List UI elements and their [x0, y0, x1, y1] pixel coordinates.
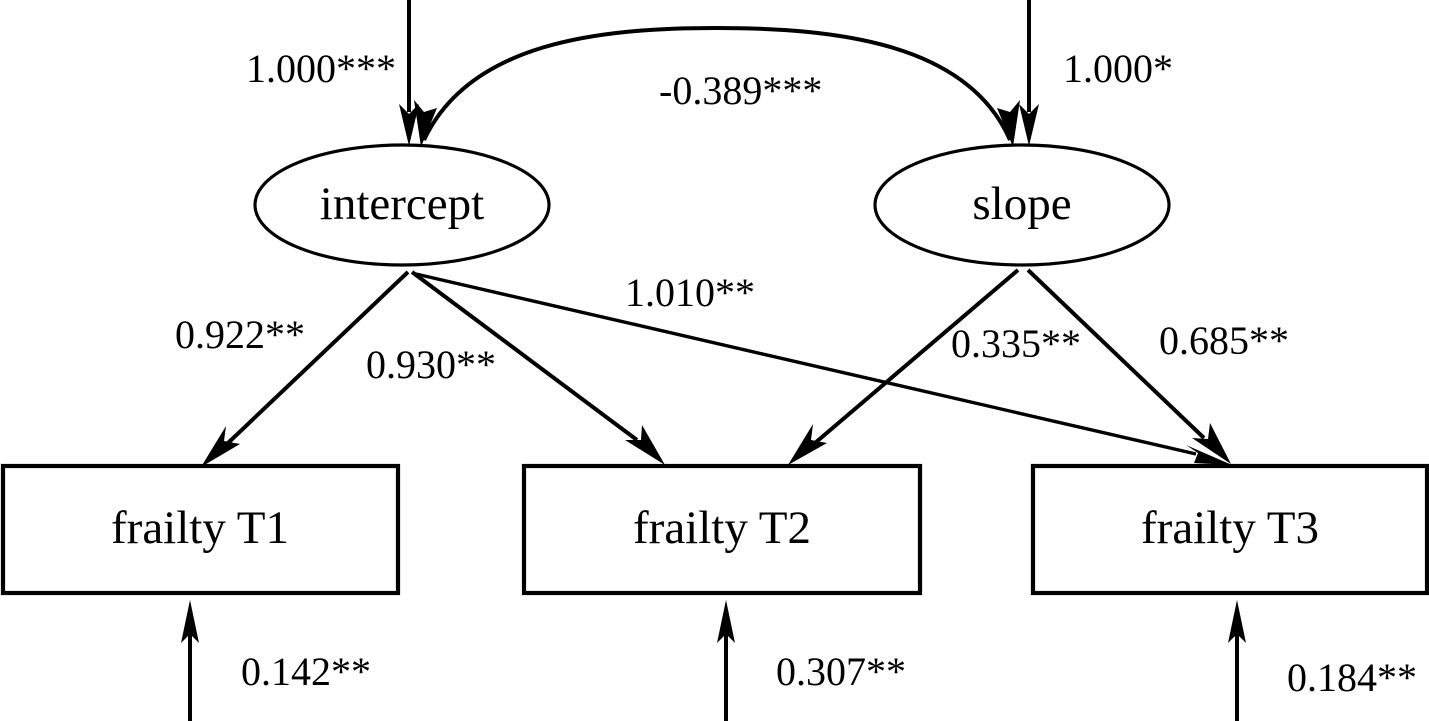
observed-node-frailty-t3[interactable]: frailty T3 — [1030, 463, 1429, 596]
observed-node-frailty-t2[interactable]: frailty T2 — [521, 463, 923, 596]
label-intercept-variance: 1.000*** — [246, 46, 396, 91]
intercept-slope-covariance-arrow — [414, 25, 1020, 147]
path-intercept-to-frailty-t1 — [201, 270, 410, 467]
label-residual-t3: 0.184** — [1287, 655, 1417, 700]
residual-arrow-frailty-t1 — [181, 600, 199, 721]
observed-node-frailty-t1[interactable]: frailty T1 — [0, 463, 401, 596]
intercept-t1-line — [226, 270, 410, 445]
latent-node-intercept[interactable]: intercept — [253, 143, 551, 267]
slope-t2-arrowhead — [788, 424, 827, 465]
frailty-t3-box[interactable] — [1030, 463, 1429, 596]
slope-ellipse[interactable] — [873, 143, 1171, 267]
label-intercept-to-t2: 0.930** — [366, 342, 496, 387]
latent-node-slope[interactable]: slope — [873, 143, 1171, 267]
slope-t3-arrowhead — [1192, 423, 1231, 464]
frailty-t2-box[interactable] — [521, 463, 923, 596]
frailty-t2-label: frailty T2 — [633, 502, 811, 554]
residual-arrow-frailty-t3 — [1228, 600, 1246, 721]
intercept-ellipse[interactable] — [253, 143, 551, 267]
frailty-t1-box[interactable] — [0, 463, 401, 596]
path-slope-to-frailty-t3 — [1026, 268, 1231, 464]
intercept-variance-arrowhead — [399, 104, 419, 146]
label-intercept-to-t1: 0.922** — [175, 312, 305, 357]
residual-t3-arrowhead — [1228, 600, 1246, 643]
path-intercept-to-frailty-t2 — [410, 270, 665, 465]
path-slope-to-frailty-t2 — [788, 268, 1020, 465]
slope-label: slope — [972, 178, 1071, 230]
slope-t3-line — [1026, 268, 1206, 440]
label-intercept-to-t3: 1.010** — [625, 270, 755, 315]
intercept-t3-line — [415, 272, 1197, 456]
intercept-variance-arrow — [399, 0, 419, 146]
label-slope-variance: 1.000* — [1063, 46, 1173, 91]
label-slope-to-t3: 0.685** — [1159, 318, 1289, 363]
label-intercept-slope-covariance: -0.389*** — [659, 68, 822, 113]
residual-arrow-frailty-t2 — [717, 600, 735, 721]
intercept-t1-arrowhead — [201, 426, 240, 467]
frailty-t1-label: frailty T1 — [111, 502, 289, 554]
frailty-t3-label: frailty T3 — [1141, 502, 1319, 554]
intercept-t2-arrowhead — [625, 425, 665, 465]
intercept-label: intercept — [320, 178, 484, 230]
residual-t1-arrowhead — [181, 600, 199, 643]
covariance-arrowhead-right — [997, 100, 1020, 147]
covariance-curve — [422, 25, 1012, 141]
residual-t2-arrowhead — [717, 600, 735, 643]
label-residual-t2: 0.307** — [776, 649, 906, 694]
slope-t2-line — [813, 268, 1020, 445]
label-slope-to-t2: 0.335** — [951, 321, 1081, 366]
path-intercept-to-frailty-t3 — [415, 272, 1232, 465]
intercept-t2-line — [410, 270, 639, 442]
intercept-t3-arrowhead — [1186, 445, 1232, 465]
label-residual-t1: 0.142** — [241, 649, 371, 694]
covariance-arrowhead-left — [414, 100, 437, 147]
slope-variance-arrow — [1019, 0, 1039, 146]
slope-variance-arrowhead — [1019, 104, 1039, 146]
